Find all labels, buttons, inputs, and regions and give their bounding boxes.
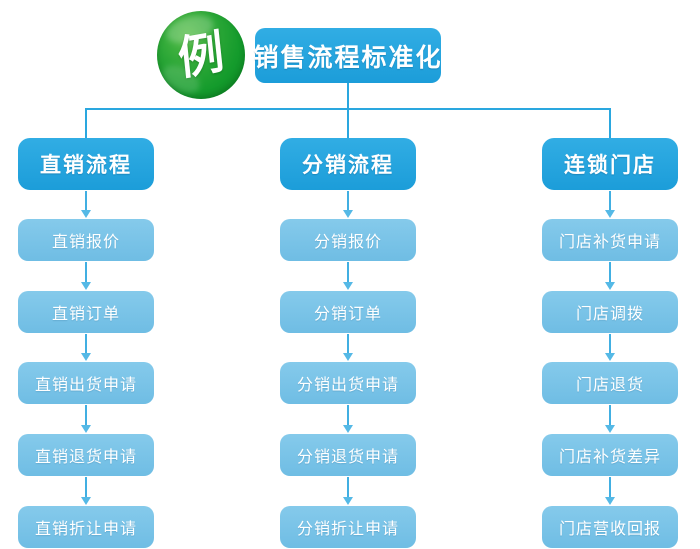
flow-node-direct-quote: 直销报价 bbox=[18, 219, 154, 261]
connector-left-drop-line bbox=[85, 110, 87, 138]
down-arrow-icon bbox=[342, 405, 354, 433]
header-distribution: 分销流程 bbox=[280, 138, 416, 190]
flow-node-distribution-shipment-request: 分销出货申请 bbox=[280, 362, 416, 404]
down-arrow-icon bbox=[604, 191, 616, 218]
header-direct-sales: 直销流程 bbox=[18, 138, 154, 190]
down-arrow-icon bbox=[80, 191, 92, 218]
flow-node-store-replenishment-variance: 门店补货差异 bbox=[542, 434, 678, 476]
title-text: 销售流程标准化 bbox=[253, 42, 443, 72]
flow-node-direct-return-request: 直销退货申请 bbox=[18, 434, 154, 476]
flow-node-distribution-quote: 分销报价 bbox=[280, 219, 416, 261]
flow-node-direct-order: 直销订单 bbox=[18, 291, 154, 333]
flow-node-direct-discount-request: 直销折让申请 bbox=[18, 506, 154, 548]
down-arrow-icon bbox=[342, 477, 354, 505]
flow-node-distribution-order: 分销订单 bbox=[280, 291, 416, 333]
down-arrow-icon bbox=[604, 477, 616, 505]
down-arrow-icon bbox=[80, 262, 92, 290]
down-arrow-icon bbox=[342, 191, 354, 218]
down-arrow-icon bbox=[604, 405, 616, 433]
connector-right-drop-line bbox=[609, 110, 611, 138]
flow-node-distribution-discount-request: 分销折让申请 bbox=[280, 506, 416, 548]
connector-horizontal-line bbox=[85, 108, 611, 110]
flow-node-store-replenishment-request: 门店补货申请 bbox=[542, 219, 678, 261]
down-arrow-icon bbox=[80, 477, 92, 505]
header-chain-stores: 连锁门店 bbox=[542, 138, 678, 190]
flow-node-distribution-return-request: 分销退货申请 bbox=[280, 434, 416, 476]
example-badge-label: 例 bbox=[175, 24, 227, 86]
connector-trunk-line bbox=[347, 83, 349, 138]
down-arrow-icon bbox=[342, 262, 354, 290]
down-arrow-icon bbox=[80, 334, 92, 361]
example-badge: 例 bbox=[157, 11, 245, 99]
flow-node-direct-shipment-request: 直销出货申请 bbox=[18, 362, 154, 404]
down-arrow-icon bbox=[604, 334, 616, 361]
flow-node-store-transfer: 门店调拨 bbox=[542, 291, 678, 333]
title-box: 销售流程标准化 bbox=[253, 28, 443, 83]
down-arrow-icon bbox=[342, 334, 354, 361]
down-arrow-icon bbox=[80, 405, 92, 433]
down-arrow-icon bbox=[604, 262, 616, 290]
flow-node-store-return: 门店退货 bbox=[542, 362, 678, 404]
flow-node-store-revenue-report: 门店营收回报 bbox=[542, 506, 678, 548]
